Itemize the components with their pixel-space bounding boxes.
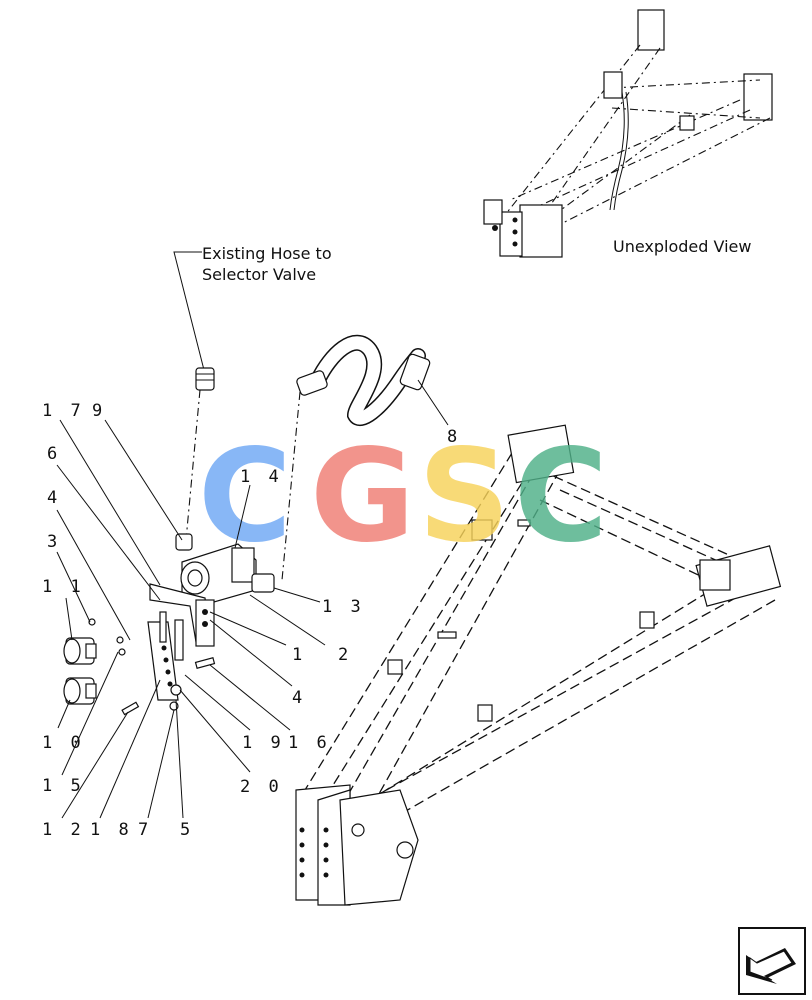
callout-19: 1 9 (242, 733, 285, 753)
callout-20: 2 0 (240, 777, 283, 797)
callout-13: 1 3 (322, 597, 365, 617)
callout-17: 1 7 (42, 401, 85, 421)
callout-12: 1 2 (42, 820, 85, 840)
callout-7: 7 (138, 820, 152, 840)
callout-3: 3 (47, 532, 61, 552)
watermark-letter-g: G (310, 422, 415, 571)
unexploded-view-label: Unexploded View (613, 237, 751, 256)
leader-8 (417, 379, 449, 426)
nav-arrow-button[interactable] (738, 927, 806, 995)
callout-10: 1 0 (42, 733, 85, 753)
hose-fitting (195, 367, 215, 391)
callout-1: 1 (292, 645, 306, 665)
hose-note-line2: Selector Valve (202, 265, 316, 284)
watermark-letter-c1: C (198, 422, 292, 571)
watermark: C G S C (198, 422, 608, 571)
callout-2: 2 (338, 645, 352, 665)
callout-11: 1 1 (42, 577, 85, 597)
valve-assembly (63, 533, 275, 716)
callout-9: 9 (92, 401, 106, 421)
callout-4a: 4 (47, 488, 61, 508)
hydraulic-hose (296, 334, 431, 426)
callout-5: 5 (180, 820, 194, 840)
main-frame-drawing (295, 424, 782, 906)
hose-note-line1: Existing Hose to (202, 244, 332, 263)
callout-8: 8 (447, 427, 461, 447)
callout-4b: 4 (292, 688, 306, 708)
callout-15: 1 5 (42, 776, 85, 796)
leader-lines (56, 419, 326, 819)
hose-note-leader (173, 251, 205, 371)
callout-16: 1 6 (288, 733, 331, 753)
callout-6: 6 (47, 444, 61, 464)
unexploded-view-drawing (483, 9, 773, 258)
callout-14: 1 4 (240, 467, 283, 487)
watermark-letter-c2: C (514, 422, 608, 571)
watermark-letter-s: S (418, 422, 510, 571)
arrow-icon (746, 948, 796, 984)
callout-18: 1 8 (90, 820, 133, 840)
